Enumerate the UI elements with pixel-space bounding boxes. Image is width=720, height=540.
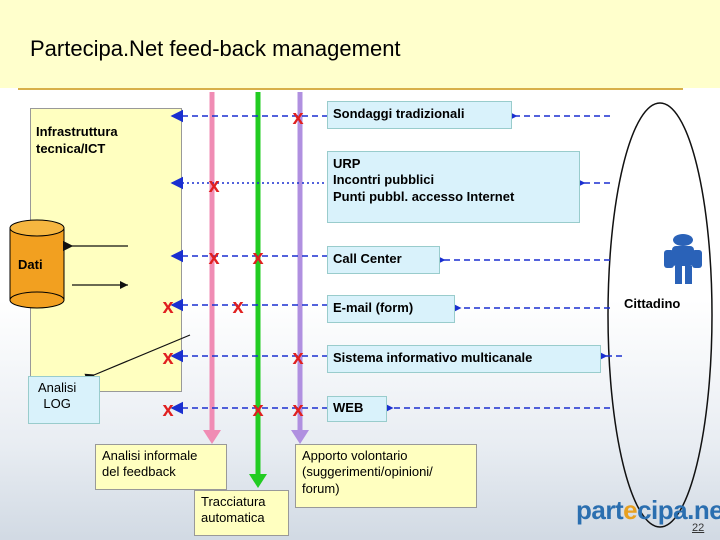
- analisi-log-line1: Analisi: [38, 380, 77, 395]
- infrastructure-label-line1: Infrastruttura: [36, 124, 118, 139]
- apporto-line2: (suggerimenti/opinioni/: [302, 464, 433, 480]
- cross-icon: x: [252, 399, 263, 421]
- cross-icon: x: [292, 399, 303, 421]
- person-icon: [664, 234, 702, 284]
- pink-arrowhead: [203, 430, 221, 444]
- channel-box-callcenter: [327, 246, 440, 274]
- logo-accent: e: [623, 495, 638, 525]
- channel-box-sondaggi: [327, 101, 512, 129]
- apporto-line1: Apporto volontario: [302, 448, 408, 463]
- title-underline: [18, 88, 683, 90]
- channel-box-web: [327, 396, 387, 422]
- channel-web-label: WEB: [333, 400, 364, 415]
- analisi-log-line2: LOG: [43, 396, 71, 412]
- tracciatura-line1: Tracciatura: [201, 494, 266, 509]
- channel-callcenter-label: Call Center: [333, 251, 402, 266]
- channel-box-urp: [327, 151, 580, 223]
- analisi-log-label: Analisi LOG: [38, 380, 76, 413]
- database-icon: [9, 219, 65, 309]
- channel-box-sistema: [327, 345, 601, 373]
- analisi-log-box: [28, 376, 100, 424]
- cross-icon: x: [252, 247, 263, 269]
- channel-urp-label: URP Incontri pubblici Punti pubbl. acces…: [333, 156, 514, 205]
- cittadino-label: Cittadino: [624, 296, 681, 311]
- tracciatura-line2: automatica: [201, 510, 265, 526]
- channel-sondaggi-label: Sondaggi tradizionali: [333, 106, 465, 121]
- cross-icon: x: [162, 296, 173, 318]
- page-title: Partecipa.Net feed-back management: [30, 36, 401, 61]
- channel-box-email: [327, 295, 455, 323]
- cittadino-ellipse: [607, 102, 713, 528]
- green-arrowhead: [249, 474, 267, 488]
- cross-icon: x: [292, 347, 303, 369]
- cross-icon: x: [208, 247, 219, 269]
- tracciatura-box: [194, 490, 289, 536]
- infrastructure-label-line2: tecnica/ICT: [36, 140, 106, 156]
- cross-icon: x: [232, 296, 243, 318]
- channel-email-label: E-mail (form): [333, 300, 414, 315]
- cross-icon: x: [162, 347, 173, 369]
- tracciatura-label: Tracciatura automatica: [201, 494, 266, 527]
- partecipa-logo: partecipa.net: [576, 495, 720, 526]
- dati-label: Dati: [18, 257, 43, 272]
- page-number: 22: [692, 522, 705, 534]
- channel-urp-line3: Punti pubbl. accesso Internet: [333, 188, 515, 204]
- analisi-informale-line1: Analisi informale: [102, 448, 198, 463]
- analisi-informale-box: [95, 444, 227, 490]
- channel-sistema-label: Sistema informativo multicanale: [333, 350, 533, 365]
- title-bar: [0, 0, 720, 88]
- analisi-informale-line2: del feedback: [102, 464, 176, 480]
- channel-urp-line2: Incontri pubblici: [333, 172, 435, 188]
- log-arrow: [84, 334, 191, 383]
- analisi-informale-label: Analisi informale del feedback: [102, 448, 197, 481]
- logo-part1: part: [576, 495, 624, 525]
- apporto-box: [295, 444, 477, 508]
- infrastructure-label: Infrastruttura tecnica/ICT: [36, 124, 118, 158]
- channel-urp-line1: URP: [333, 156, 361, 171]
- apporto-line3: forum): [302, 480, 340, 496]
- cross-icon: x: [292, 107, 303, 129]
- cross-icon: x: [208, 175, 219, 197]
- logo-part2: cipa.net: [637, 495, 720, 525]
- apporto-label: Apporto volontario (suggerimenti/opinion…: [302, 448, 433, 497]
- purple-arrowhead: [291, 430, 309, 444]
- cross-icon: x: [162, 399, 173, 421]
- red-crosses: x x x x x x x x x x x: [162, 107, 303, 421]
